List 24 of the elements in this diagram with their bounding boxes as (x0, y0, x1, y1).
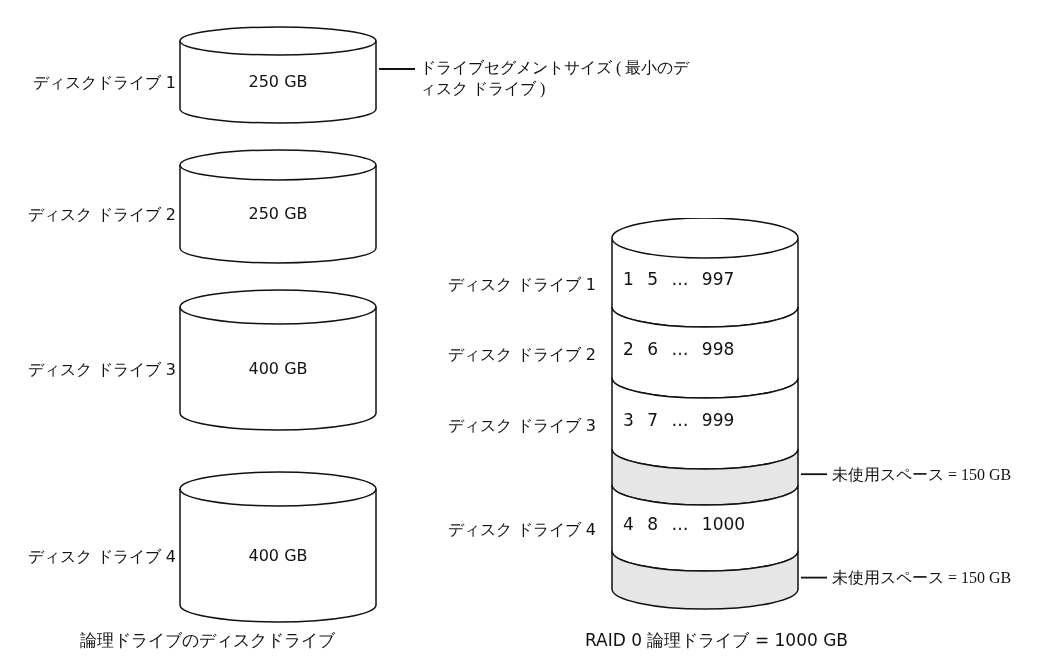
leader-line (800, 473, 828, 476)
caption-text: RAID 0 論理ドライブ = 1000 GB (585, 629, 849, 652)
drive-label: ディスク ドライブ 2 (447, 344, 596, 366)
block-numbers: 3 7 … 999 (623, 409, 735, 430)
drive-label: ディスク ドライブ 4 (27, 546, 176, 568)
block-numbers: 4 8 … 1000 (623, 514, 746, 534)
drive-label: ディスク ドライブ 4 (447, 520, 596, 541)
capacity-text: 400 GB (247, 545, 309, 565)
caption-text: 論理ドライブのディスクドライブ (80, 629, 335, 652)
leader-text: 未使用スペース = 150 GB (832, 568, 1044, 589)
leader-line (378, 68, 416, 70)
drive-label: ディスクドライブ 1 (32, 73, 176, 94)
capacity-text: 250 GB (247, 72, 309, 91)
leader-text: ドライブセグメントサイズ ( 最小のディスク ドライブ ) (420, 58, 700, 100)
capacity-text: 250 GB (247, 204, 309, 223)
leader-text: 未使用スペース = 150 GB (832, 465, 1044, 486)
drive-label: ディスク ドライブ 3 (27, 359, 176, 381)
leader-line (800, 576, 828, 579)
drive-label: ディスク ドライブ 3 (447, 415, 596, 437)
capacity-text: 400 GB (247, 358, 309, 378)
drive-label: ディスク ドライブ 2 (27, 205, 176, 226)
drive-label: ディスク ドライブ 1 (447, 274, 596, 296)
block-numbers: 1 5 … 997 (623, 268, 735, 289)
block-numbers: 2 6 … 998 (623, 338, 735, 359)
